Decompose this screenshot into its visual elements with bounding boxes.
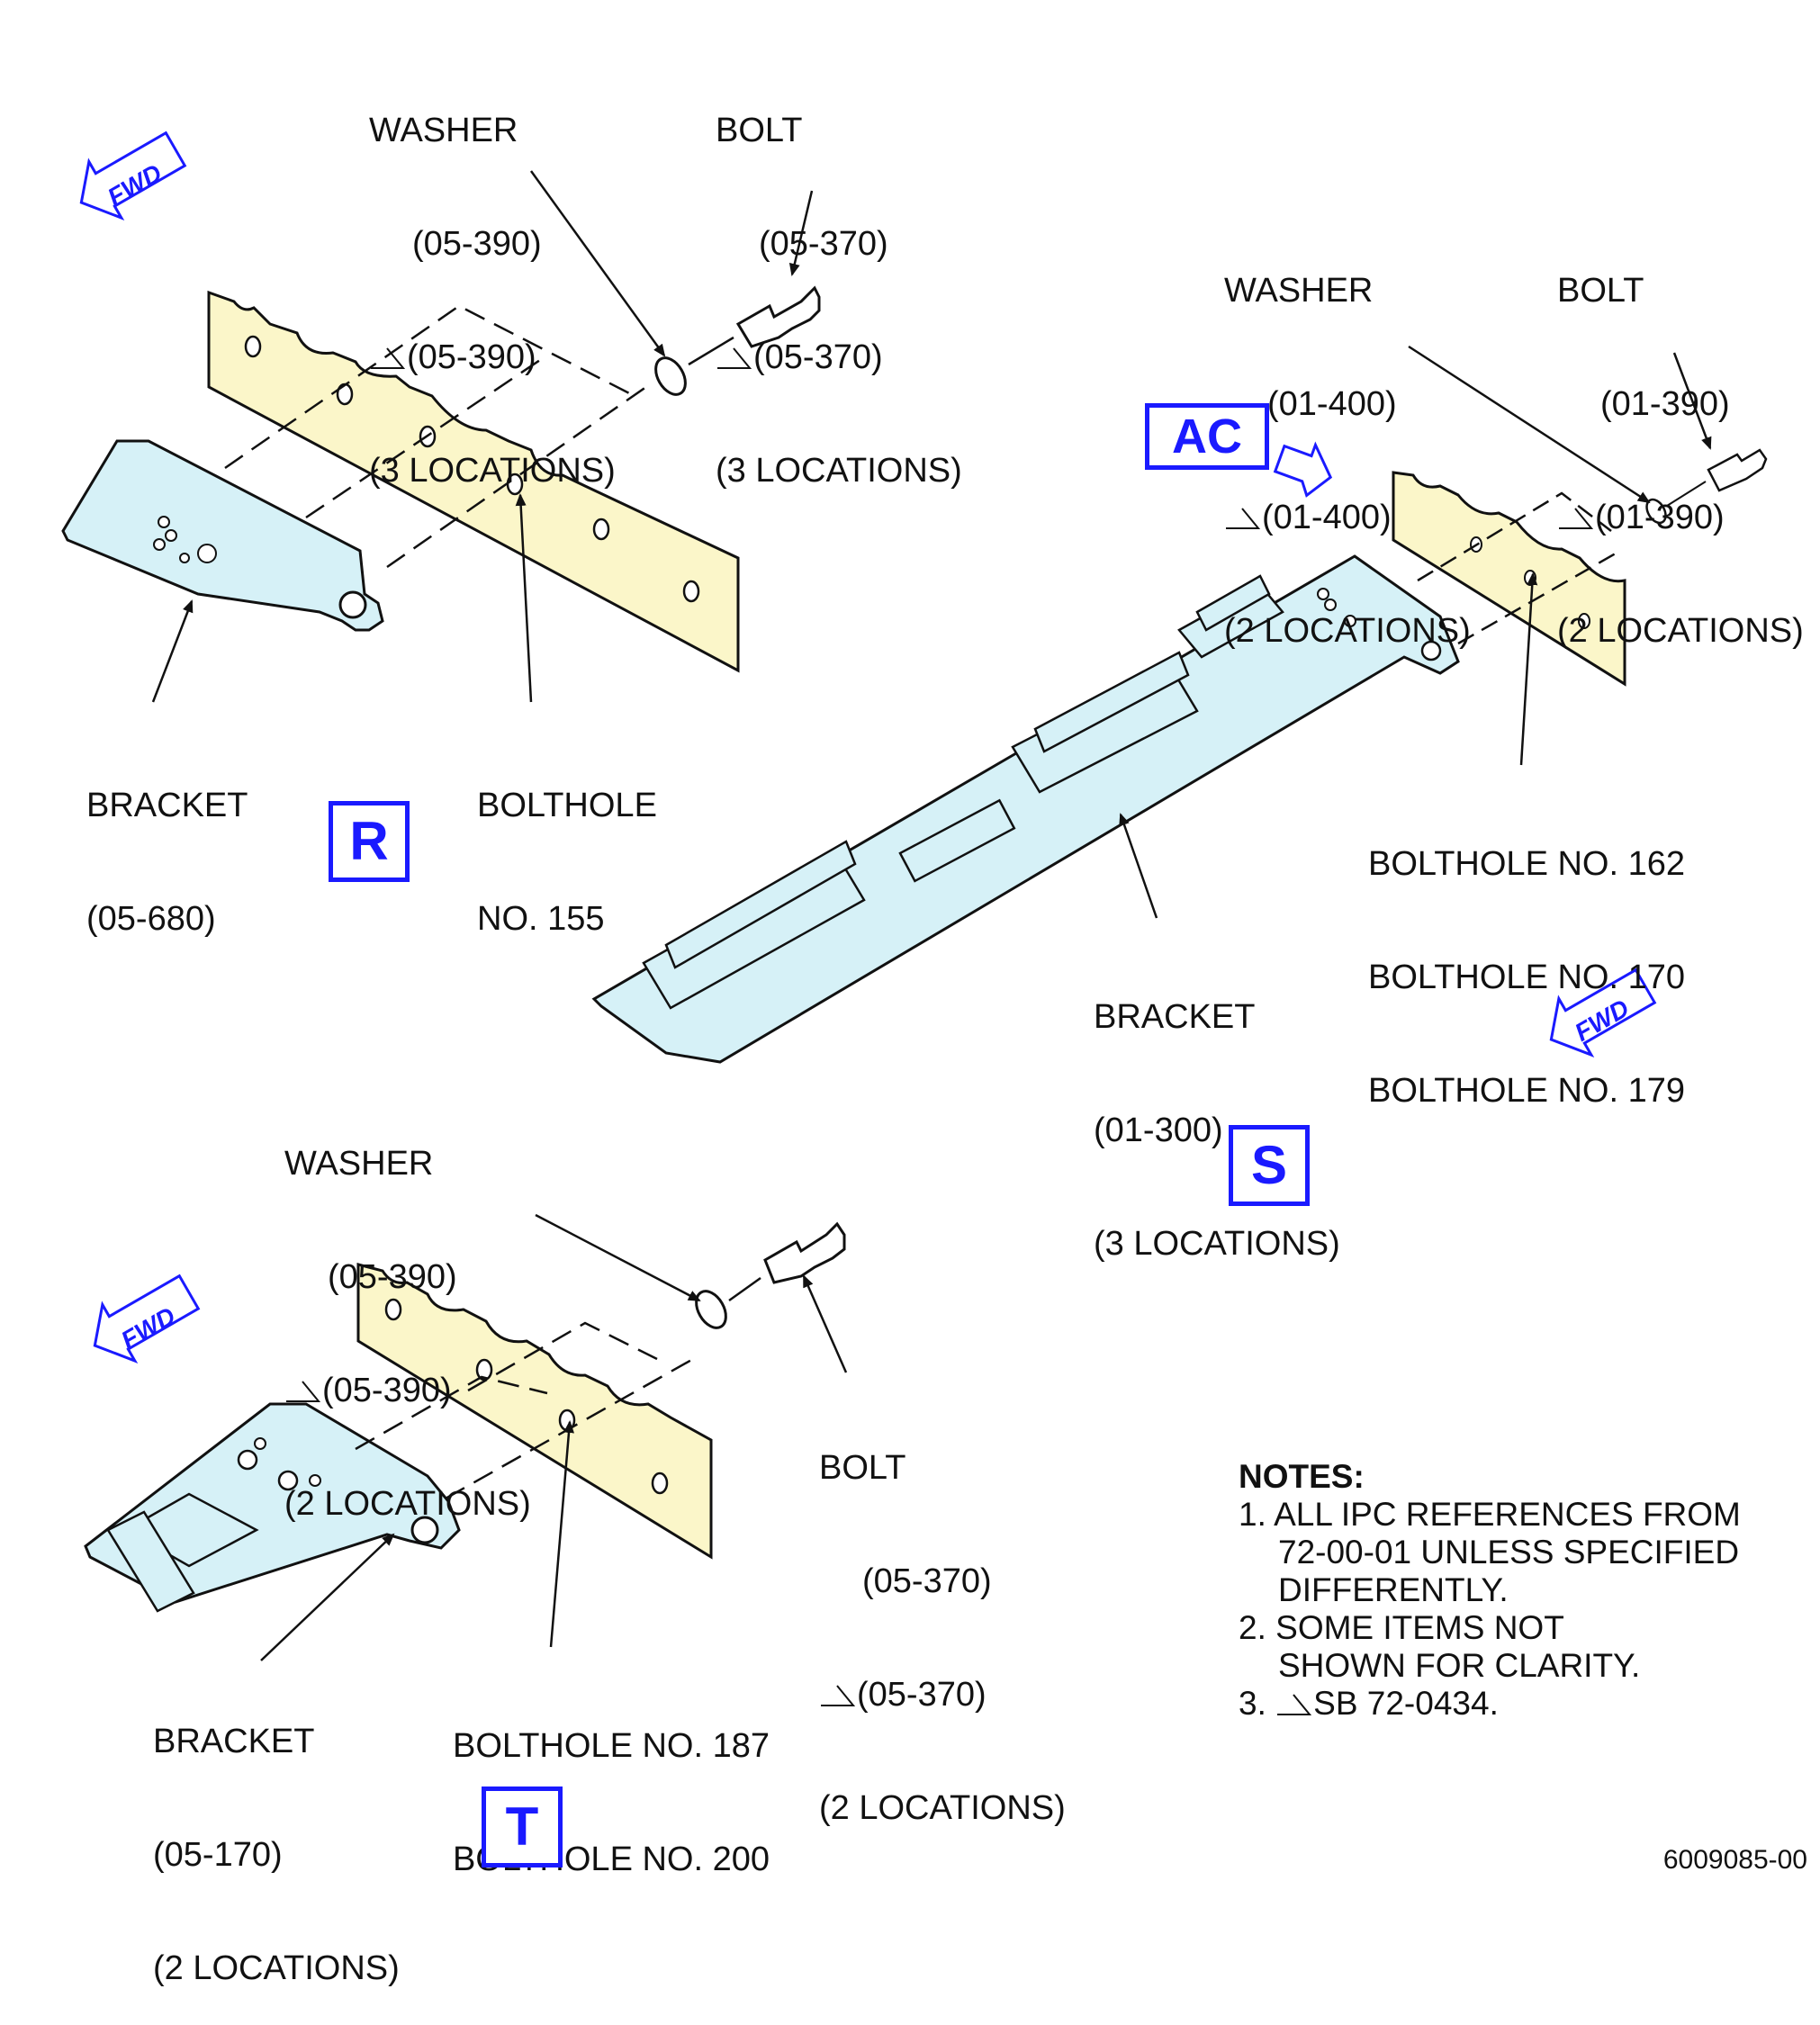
ac-view-box: AC xyxy=(1145,403,1269,470)
bolthole-label-t: BOLTHOLE NO. 187 BOLTHOLE NO. 200 xyxy=(453,1652,770,1916)
note-3: 3. SB 72-0434. xyxy=(1239,1685,1741,1723)
bracket-name-s: BRACKET xyxy=(1094,998,1256,1036)
bolt-s xyxy=(1707,448,1768,492)
washer-qty-t: (2 LOCATIONS) xyxy=(284,1485,531,1523)
bracket-ref-t: (05-170) xyxy=(153,1836,283,1874)
bolt-label-t: BOLT (05-370) (05-370) (2 LOCATIONS) xyxy=(819,1373,1066,1865)
washer-name-r: WASHER xyxy=(369,112,518,149)
bolthole-162: BOLTHOLE NO. 162 xyxy=(1368,845,1685,883)
bolt-qty-r: (3 LOCATIONS) xyxy=(716,452,962,490)
bracket-qty-s: (3 LOCATIONS) xyxy=(1094,1225,1340,1263)
note-3-number: 3. xyxy=(1239,1685,1266,1722)
bolt-qty-s: (2 LOCATIONS) xyxy=(1557,612,1804,650)
notes-title: NOTES: xyxy=(1239,1458,1365,1495)
bolt-ref-s: (01-390) xyxy=(1600,385,1730,423)
washer-r xyxy=(654,356,687,396)
washer-ref-s: (01-400) xyxy=(1267,385,1397,423)
view-t-drawing xyxy=(84,1213,848,1661)
sb-flag-icon xyxy=(1557,505,1593,530)
view-r-drawing xyxy=(61,170,821,703)
washer-qty-s: (2 LOCATIONS) xyxy=(1224,612,1471,650)
bolthole-179: BOLTHOLE NO. 179 xyxy=(1368,1072,1685,1110)
fwd-arrow-s-shape xyxy=(1549,968,1657,1058)
fwd-arrow-t-shape xyxy=(93,1274,201,1364)
washer-qty-r: (3 LOCATIONS) xyxy=(369,452,616,490)
washer-name-s: WASHER xyxy=(1224,272,1374,310)
sb-flag-icon xyxy=(1275,1691,1312,1716)
view-box-r: R xyxy=(329,801,410,882)
bolthole-187: BOLTHOLE NO. 187 xyxy=(453,1727,770,1765)
view-box-t: T xyxy=(482,1786,563,1868)
washer-sb-ref-t: (05-390) xyxy=(322,1372,452,1409)
bolthole-170: BOLTHOLE NO. 170 xyxy=(1368,958,1685,996)
note-2-line-1: 2. SOME ITEMS NOT xyxy=(1239,1609,1564,1646)
bolt-qty-t: (2 LOCATIONS) xyxy=(819,1789,1066,1827)
bolt-ref-r: (05-370) xyxy=(759,225,888,263)
bolt-label-r: BOLT (05-370) (05-370) (3 LOCATIONS) xyxy=(716,36,962,527)
flange-s xyxy=(1392,471,1626,687)
washer-label-t: WASHER (05-390) (05-390) (2 LOCATIONS) xyxy=(284,1069,531,1561)
sb-flag-icon xyxy=(284,1378,320,1403)
bracket-name-r: BRACKET xyxy=(86,787,248,824)
sb-flag-icon xyxy=(716,345,752,370)
washer-name-t: WASHER xyxy=(284,1145,434,1183)
sb-flag-icon xyxy=(1224,505,1260,530)
ac-view-arrow xyxy=(1273,441,1333,498)
bolt-name-t: BOLT xyxy=(819,1449,906,1487)
washer-label-r: WASHER (05-390) (05-390) (3 LOCATIONS) xyxy=(369,36,616,527)
bracket-label-t: BRACKET (05-170) (2 LOCATIONS) xyxy=(153,1647,400,2025)
bolt-sb-ref-t: (05-370) xyxy=(857,1676,987,1714)
bracket-ref-r: (05-680) xyxy=(86,900,216,938)
flange-t xyxy=(356,1263,713,1560)
bracket-name-t: BRACKET xyxy=(153,1723,315,1760)
bolt-name-r: BOLT xyxy=(716,112,803,149)
notes-block: NOTES: 1. ALL IPC REFERENCES FROM 72-00-… xyxy=(1239,1458,1741,1723)
bolt-label-s: BOLT (01-390) (01-390) (2 LOCATIONS) xyxy=(1557,196,1804,688)
illustration xyxy=(61,130,1768,1661)
bolt-r xyxy=(735,285,821,348)
view-s-drawing xyxy=(591,345,1768,1064)
washer-ref-r: (05-390) xyxy=(412,225,542,263)
bolt-ref-t: (05-370) xyxy=(862,1562,992,1600)
bracket-ref-s: (01-300) xyxy=(1094,1112,1223,1149)
bracket-label-s: BRACKET (01-300) (3 LOCATIONS) xyxy=(1094,922,1340,1300)
bolthole-label-s: BOLTHOLE NO. 162 BOLTHOLE NO. 170 BOLTHO… xyxy=(1368,770,1685,1148)
bolt-t xyxy=(763,1221,846,1284)
bolt-sb-ref-r: (05-370) xyxy=(753,338,883,376)
fwd-arrow-r-shape xyxy=(79,130,187,220)
washer-ref-t: (05-390) xyxy=(328,1258,457,1296)
bracket-label-r: BRACKET (05-680) xyxy=(86,711,248,976)
sb-flag-icon xyxy=(819,1682,855,1707)
washer-label-s: WASHER (01-400) (01-400) (2 LOCATIONS) xyxy=(1224,196,1471,688)
bracket-qty-t: (2 LOCATIONS) xyxy=(153,1949,400,1987)
document-number: 6009085-00 xyxy=(1662,1845,1807,1875)
washer-t xyxy=(695,1290,727,1329)
sb-flag-icon xyxy=(369,345,405,370)
bolthole-label-r: BOLTHOLE NO. 155 xyxy=(477,711,657,976)
note-1-line-2: 72-00-01 UNLESS SPECIFIED xyxy=(1278,1534,1740,1570)
bracket-s xyxy=(591,554,1460,1064)
bolthole-line1-r: BOLTHOLE xyxy=(477,787,657,824)
washer-sb-ref-r: (05-390) xyxy=(407,338,536,376)
bolt-sb-ref-s: (01-390) xyxy=(1595,499,1725,536)
note-3-text: SB 72-0434. xyxy=(1313,1685,1499,1722)
washer-sb-ref-s: (01-400) xyxy=(1262,499,1392,536)
note-1-line-3: DIFFERENTLY. xyxy=(1278,1571,1509,1608)
note-1-line-1: 1. ALL IPC REFERENCES FROM xyxy=(1239,1496,1741,1533)
bracket-r xyxy=(61,439,384,632)
bolthole-line2-r: NO. 155 xyxy=(477,900,605,938)
view-box-s: S xyxy=(1229,1125,1310,1206)
bolt-name-s: BOLT xyxy=(1557,272,1644,310)
note-2-line-2: SHOWN FOR CLARITY. xyxy=(1278,1647,1641,1684)
